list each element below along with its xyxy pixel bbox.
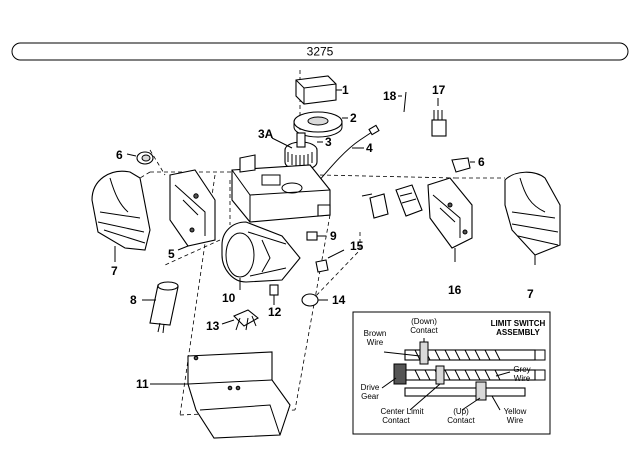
- callout-11: 11: [136, 377, 149, 391]
- circuit-board: [361, 184, 423, 219]
- callout-5: 5: [168, 247, 175, 261]
- callout-7-right: 7: [527, 287, 534, 301]
- drive-gear: [393, 363, 407, 385]
- inset-title-line1: LIMIT SWITCH: [491, 319, 546, 328]
- title-bar: 3275: [11, 42, 629, 61]
- part-4-cable: [317, 124, 380, 183]
- callout-15: 15: [350, 239, 364, 253]
- part-6-lens-left: [126, 151, 154, 165]
- part-7-cover-left: [91, 170, 151, 262]
- center-limit-contact: [435, 365, 445, 385]
- part-10-motor: [221, 221, 301, 290]
- callout-2: 2: [350, 111, 357, 125]
- part-3-drive-gear: [271, 132, 323, 171]
- label-drive-gear: Drive: [361, 383, 380, 392]
- part-8-capacitor: [142, 281, 179, 334]
- part-5-left-end-panel: [169, 169, 216, 251]
- callout-labels: 1 2 3A 3 4 6 7 5 9 15 10 8 12 14 13 11 1…: [111, 83, 534, 391]
- part-13-limit-switch: [221, 309, 259, 331]
- part-1-bracket: [295, 75, 342, 105]
- callout-16: 16: [448, 283, 462, 297]
- part-6-lens-right: [451, 157, 475, 173]
- up-contact: [475, 381, 487, 401]
- part-12-terminal: [269, 284, 279, 305]
- callout-1: 1: [342, 83, 349, 97]
- callout-12: 12: [268, 305, 282, 319]
- label-yellow-wire: Yellow: [504, 407, 527, 416]
- label-up-contact: (Up): [453, 407, 469, 416]
- part-16-right-end-panel: [427, 177, 473, 262]
- label-down-contact: (Down): [411, 317, 437, 326]
- label-brown-wire: Brown: [364, 329, 387, 338]
- callout-18: 18: [383, 89, 397, 103]
- part-18-wire: [398, 91, 407, 113]
- inset-title-line2: ASSEMBLY: [496, 328, 540, 337]
- label-center-limit: Center Limit: [380, 407, 424, 416]
- model-number: 3275: [307, 45, 334, 59]
- callout-3: 3: [325, 135, 332, 149]
- callout-17: 17: [432, 83, 446, 97]
- callout-7-left: 7: [111, 264, 118, 278]
- label-yellow-wire-2: Wire: [507, 416, 524, 425]
- part-17-connector: [431, 98, 447, 137]
- down-contact: [419, 341, 429, 365]
- label-drive-gear-2: Gear: [361, 392, 379, 401]
- callout-13: 13: [206, 319, 220, 333]
- threaded-rods: [404, 349, 546, 397]
- label-up-contact-2: Contact: [447, 416, 475, 425]
- label-center-limit-2: Contact: [382, 416, 410, 425]
- callout-14: 14: [332, 293, 346, 307]
- part-2-gear-plate: [293, 111, 348, 138]
- part-11-housing: [150, 351, 291, 439]
- label-down-contact-2: Contact: [410, 326, 438, 335]
- label-grey-wire: Grey: [513, 365, 530, 374]
- part-14-bulb: [301, 293, 328, 307]
- chassis-frame: [231, 154, 331, 223]
- callout-3a: 3A: [258, 127, 274, 141]
- callout-4: 4: [366, 141, 373, 155]
- part-15-sensor: [315, 249, 345, 273]
- callout-6-right: 6: [478, 155, 485, 169]
- label-brown-wire-2: Wire: [367, 338, 384, 347]
- callout-8: 8: [130, 293, 137, 307]
- callout-6-left: 6: [116, 148, 123, 162]
- label-grey-wire-2: Wire: [514, 374, 531, 383]
- part-9-switch: [306, 231, 326, 241]
- limit-switch-inset: LIMIT SWITCH ASSEMBLY (Down) Contact Bro…: [352, 311, 551, 435]
- callout-9: 9: [330, 229, 337, 243]
- part-7-cover-right: [504, 171, 561, 265]
- callout-10: 10: [222, 291, 236, 305]
